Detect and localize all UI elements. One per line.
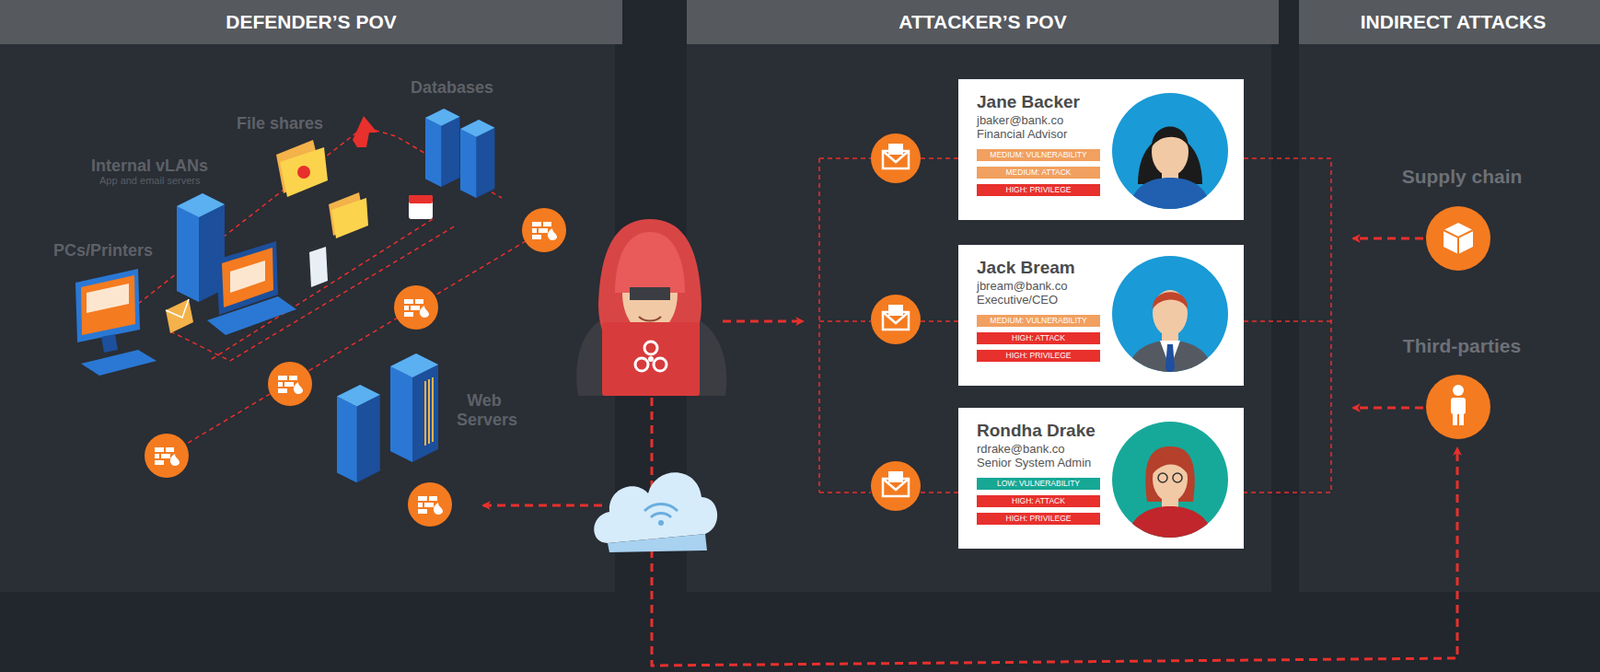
person-name: Jack Bream bbox=[976, 256, 1244, 279]
person-role: Senior System Admin bbox=[976, 455, 1244, 470]
person-card: Jane Backerjbaker@bank.coFinancial Advis… bbox=[958, 79, 1244, 221]
risk-tag: MEDIUM: VULNERABILITY bbox=[976, 314, 1101, 327]
label-text: LOW: VULNERABILITY bbox=[976, 477, 1101, 490]
label-text: MEDIUM: VULNERABILITY bbox=[976, 314, 1101, 327]
label-text: INDIRECT ATTACKS bbox=[1298, 0, 1600, 45]
label-text: HIGH: ATTACK bbox=[976, 332, 1101, 345]
label-text: ATTACKER’S POV bbox=[686, 0, 1279, 45]
indirect-icon: Supply chain bbox=[1375, 165, 1549, 273]
area-label: Databases bbox=[410, 78, 494, 98]
label-text: HIGH: PRIVILEGE bbox=[976, 184, 1101, 197]
label-text: HIGH: ATTACK bbox=[976, 495, 1101, 508]
header-band: ATTACKER’S POV bbox=[686, 0, 1279, 45]
person-role: Financial Advisor bbox=[976, 127, 1244, 141]
person-card: Jack Breamjbream@bank.coExecutive/CEO MED… bbox=[958, 244, 1244, 386]
person-email: rdrake@bank.co bbox=[976, 441, 1244, 456]
header-band: INDIRECT ATTACKS bbox=[1298, 0, 1600, 45]
person-email: jbaker@bank.co bbox=[976, 113, 1244, 128]
risk-tag: MEDIUM: ATTACK bbox=[976, 166, 1101, 179]
indirect-panel bbox=[1298, 44, 1600, 592]
area-label: PCs/Printers bbox=[53, 241, 153, 261]
area-label: File shares bbox=[236, 114, 324, 134]
person-email: jbream@bank.co bbox=[976, 278, 1244, 293]
risk-tag: HIGH: ATTACK bbox=[976, 332, 1101, 345]
area-label: Web Servers bbox=[456, 391, 512, 430]
label-text: MEDIUM: VULNERABILITY bbox=[976, 149, 1101, 162]
label-text: MEDIUM: ATTACK bbox=[976, 166, 1101, 179]
label-text: HIGH: PRIVILEGE bbox=[976, 512, 1101, 525]
person-name: Jane Backer bbox=[976, 91, 1244, 114]
person-name: Rondha Drake bbox=[976, 419, 1244, 442]
area-label: App and email servers bbox=[99, 174, 200, 186]
risk-tag: HIGH: PRIVILEGE bbox=[976, 184, 1101, 197]
label-text: DEFENDER’S POV bbox=[0, 0, 623, 45]
indirect-icon: Third-parties bbox=[1375, 335, 1549, 441]
person-card: Rondha Drakerdrake@bank.coSenior System … bbox=[958, 407, 1244, 549]
risk-tag: MEDIUM: VULNERABILITY bbox=[976, 149, 1101, 162]
risk-tag: HIGH: PRIVILEGE bbox=[976, 349, 1101, 362]
label-text: Supply chain bbox=[1375, 165, 1549, 188]
label-text: Third-parties bbox=[1375, 335, 1549, 358]
risk-tag: HIGH: PRIVILEGE bbox=[976, 512, 1101, 525]
risk-tag: LOW: VULNERABILITY bbox=[976, 477, 1101, 490]
label-text: HIGH: PRIVILEGE bbox=[976, 349, 1101, 362]
person-role: Executive/CEO bbox=[976, 292, 1244, 307]
risk-tag: HIGH: ATTACK bbox=[976, 495, 1101, 508]
header-band: DEFENDER’S POV bbox=[0, 0, 623, 45]
area-label: Internal vLANs bbox=[91, 156, 209, 176]
